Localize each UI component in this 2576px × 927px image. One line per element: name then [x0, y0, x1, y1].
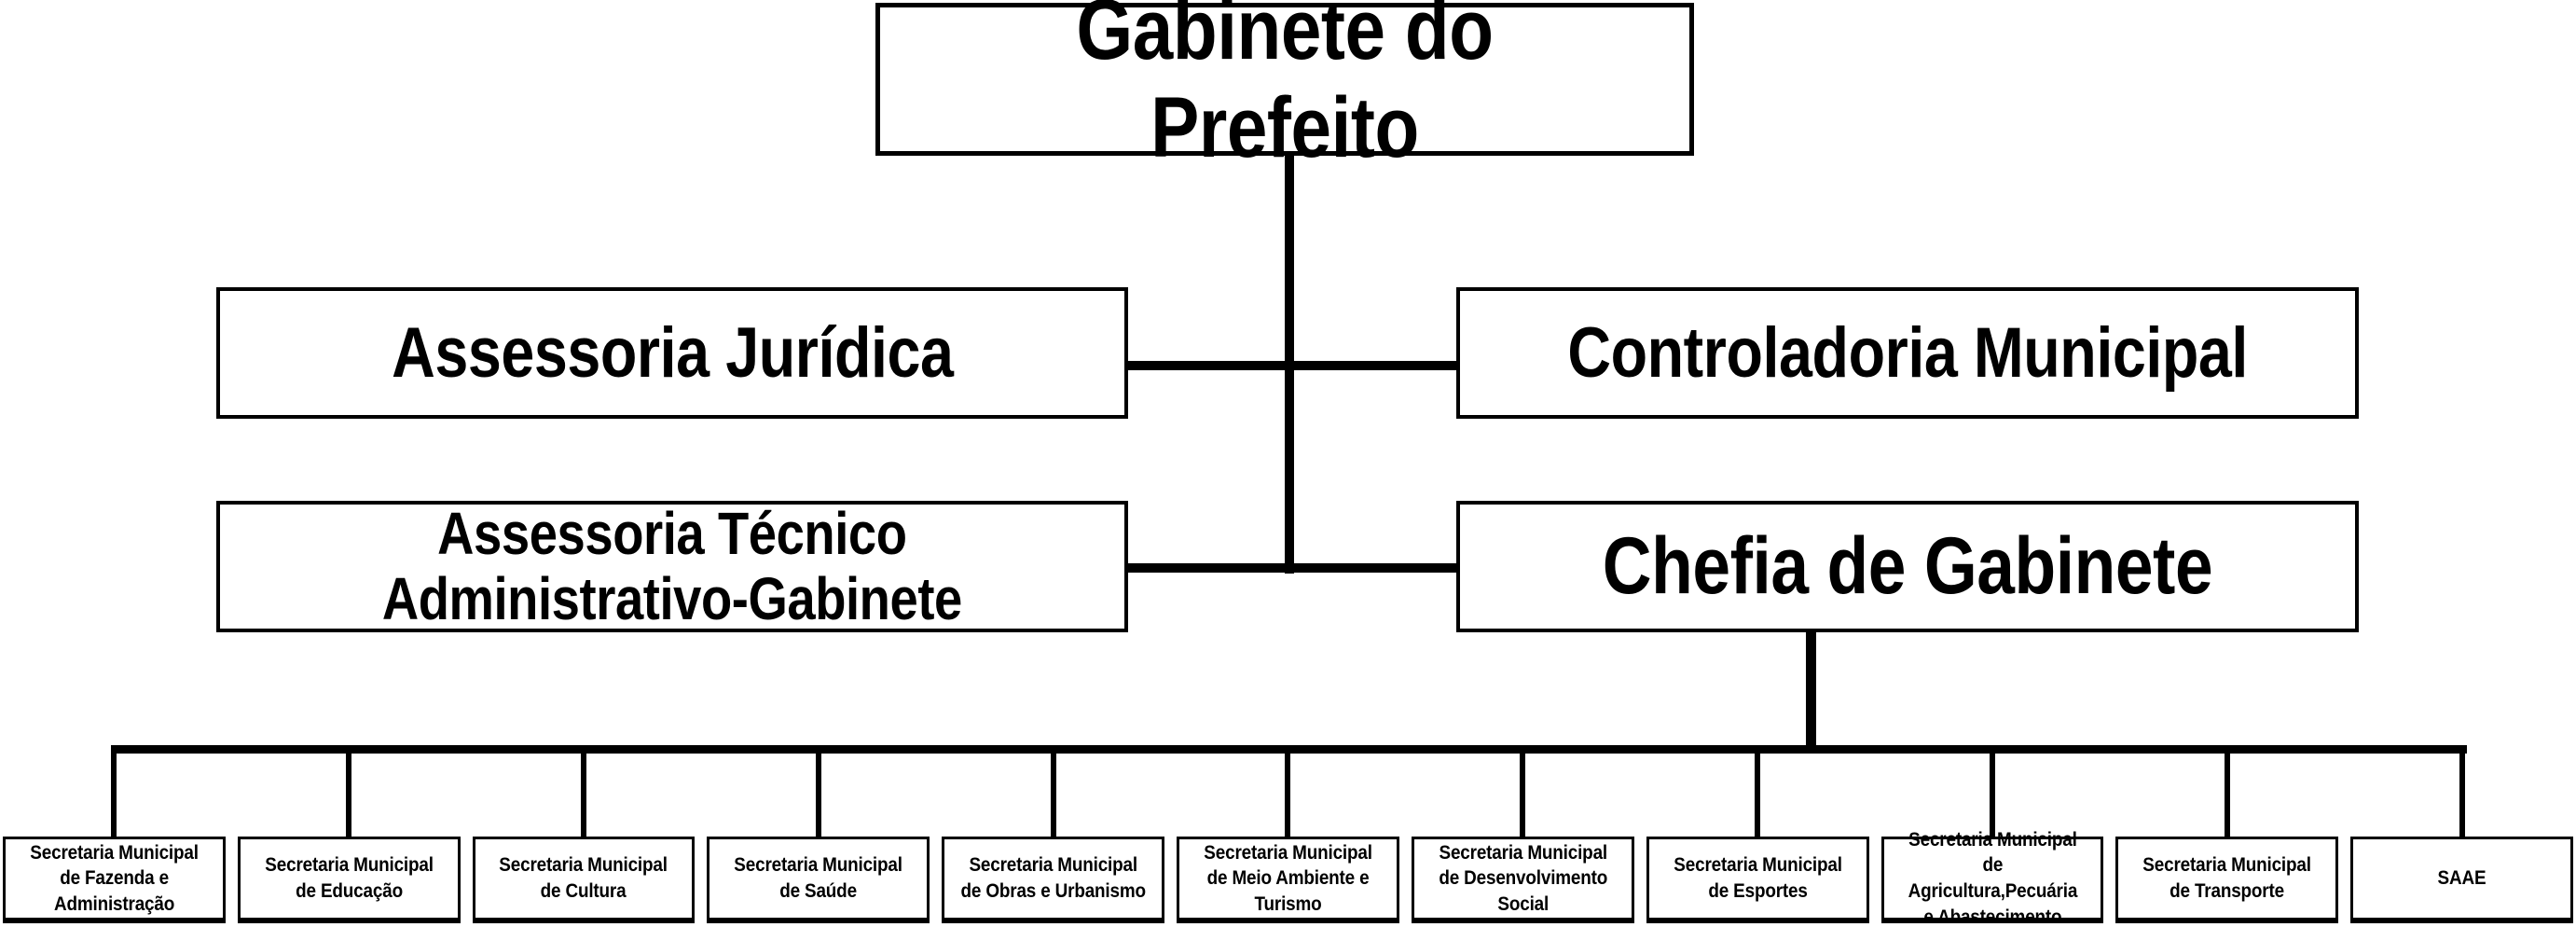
- connector-drop: [1989, 745, 1995, 837]
- node-assessoria-juridica: Assessoria Jurídica: [216, 287, 1128, 419]
- secretariat-cell: Secretaria Municipal de Meio Ambiente e …: [1177, 745, 1399, 923]
- connector-level3-horizontal: [1127, 563, 1459, 573]
- node-sec-meio-ambiente-turismo: Secretaria Municipal de Meio Ambiente e …: [1177, 837, 1399, 923]
- node-sec-fazenda-administracao: Secretaria Municipal de Fazenda e Admini…: [3, 837, 226, 923]
- connector-drop: [346, 745, 352, 837]
- secretariat-row: Secretaria Municipal de Fazenda e Admini…: [3, 745, 2573, 927]
- connector-drop: [1050, 745, 1056, 837]
- node-label: Secretaria Municipal de Fazenda e Admini…: [30, 840, 199, 915]
- connector-chefia-drop: [1806, 630, 1816, 754]
- node-chefia-de-gabinete: Chefia de Gabinete: [1456, 501, 2359, 632]
- secretariat-cell: Secretaria Municipal de Saúde: [707, 745, 930, 923]
- secretariat-cell: Secretaria Municipal de Transporte: [2115, 745, 2339, 923]
- node-sec-educacao: Secretaria Municipal de Educação: [237, 837, 461, 923]
- node-sec-transporte: Secretaria Municipal de Transporte: [2115, 837, 2339, 923]
- node-label: Secretaria Municipal de Meio Ambiente e …: [1204, 840, 1372, 915]
- secretariat-cell: Secretaria Municipal de Agricultura,Pecu…: [1880, 745, 2104, 927]
- node-label: Controladoria Municipal: [1567, 313, 2248, 393]
- connector-drop: [1285, 745, 1291, 837]
- secretariat-cell: Secretaria Municipal de Educação: [237, 745, 461, 923]
- connector-level2-horizontal: [1127, 361, 1459, 370]
- node-label: Secretaria Municipal de Agricultura,Pecu…: [1908, 827, 2077, 927]
- node-assessoria-tecnico-administrativo: Assessoria Técnico Administrativo-Gabine…: [216, 501, 1128, 632]
- connector-drop: [1755, 745, 1761, 837]
- node-controladoria-municipal: Controladoria Municipal: [1456, 287, 2359, 419]
- connector-drop: [815, 745, 821, 837]
- node-sec-desenvolvimento-social: Secretaria Municipal de Desenvolvimento …: [1411, 837, 1634, 923]
- node-label: Secretaria Municipal de Cultura: [499, 853, 668, 902]
- connector-drop: [111, 745, 117, 837]
- node-label: Chefia de Gabinete: [1602, 521, 2213, 611]
- node-gabinete-do-prefeito: Gabinete do Prefeito: [875, 0, 1694, 175]
- node-sec-esportes: Secretaria Municipal de Esportes: [1646, 837, 1869, 923]
- secretariat-cell: Secretaria Municipal de Fazenda e Admini…: [3, 745, 226, 923]
- node-label: Assessoria Jurídica: [391, 313, 954, 393]
- secretariat-cell: SAAE: [2350, 745, 2573, 923]
- node-saae: SAAE: [2350, 837, 2573, 923]
- node-label: Secretaria Municipal de Saúde: [734, 853, 903, 902]
- node-sec-saude: Secretaria Municipal de Saúde: [707, 837, 930, 923]
- secretariat-cell: Secretaria Municipal de Obras e Urbanism…: [942, 745, 1165, 923]
- connector-drop: [2459, 745, 2465, 837]
- node-sec-cultura: Secretaria Municipal de Cultura: [472, 837, 696, 923]
- secretariat-cell: Secretaria Municipal de Desenvolvimento …: [1411, 745, 1634, 923]
- node-sec-agricultura-pecuaria-abastecimento: Secretaria Municipal de Agricultura,Pecu…: [1880, 828, 2104, 927]
- connector-drop: [1520, 745, 1526, 837]
- node-label: Secretaria Municipal de Desenvolvimento …: [1438, 840, 1607, 915]
- node-label: Secretaria Municipal de Obras e Urbanism…: [960, 853, 1146, 902]
- connector-drop: [581, 745, 587, 837]
- node-label: Secretaria Municipal de Educação: [264, 853, 434, 902]
- node-sec-obras-urbanismo: Secretaria Municipal de Obras e Urbanism…: [942, 837, 1165, 923]
- node-label: Secretaria Municipal de Transporte: [2142, 853, 2311, 902]
- secretariat-cell: Secretaria Municipal de Esportes: [1646, 745, 1869, 923]
- node-label: Assessoria Técnico Administrativo-Gabine…: [382, 500, 962, 632]
- node-label: Gabinete do Prefeito: [1076, 0, 1494, 175]
- node-label: SAAE: [2437, 866, 2486, 890]
- connector-drop: [2224, 745, 2230, 837]
- node-label: Secretaria Municipal de Esportes: [1673, 853, 1842, 902]
- secretariat-cell: Secretaria Municipal de Cultura: [472, 745, 696, 923]
